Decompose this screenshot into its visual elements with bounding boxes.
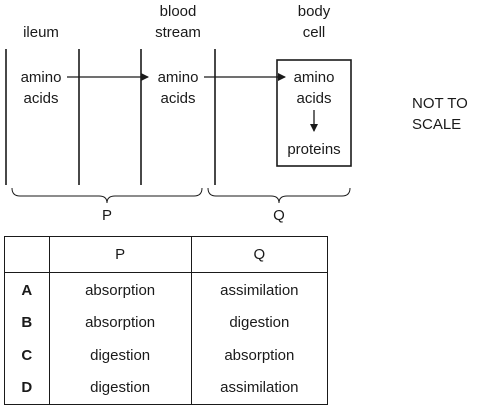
digestion-diagram: ileum blood stream body cell amino acids… — [5, 3, 468, 224]
process-q-brace — [207, 187, 351, 204]
option-letter: A — [4, 272, 50, 306]
blood-stream-label-line1: blood — [160, 3, 197, 20]
table-row: C digestion absorption — [4, 338, 329, 372]
scale-note-line1: NOT TO — [412, 95, 468, 112]
option-p-value: digestion — [48, 371, 192, 405]
option-letter: C — [4, 338, 50, 372]
option-p-value: absorption — [48, 305, 192, 339]
option-letter: D — [4, 371, 50, 405]
table-row: D digestion assimilation — [4, 371, 329, 405]
process-q-label: Q — [273, 207, 285, 224]
option-q-value: assimilation — [190, 371, 329, 405]
table-row: B absorption digestion — [4, 305, 329, 339]
body-cell-label-line2: cell — [303, 24, 326, 41]
option-p-value: absorption — [48, 272, 192, 306]
blood-stream-label-line2: stream — [155, 24, 201, 41]
process-p-brace — [11, 187, 203, 204]
table-row: A absorption assimilation — [4, 272, 329, 306]
ileum-label: ileum — [23, 24, 59, 41]
ileum-amino-label: amino — [21, 69, 62, 86]
blood-acids-label: acids — [160, 90, 195, 107]
proteins-label: proteins — [287, 141, 340, 158]
cell-acids-label: acids — [296, 90, 331, 107]
body-cell-box — [276, 59, 352, 167]
ileum-acids-label: acids — [23, 90, 58, 107]
scale-note-line2: SCALE — [412, 116, 461, 133]
header-p-cell: P — [48, 236, 192, 273]
cell-amino-label: amino — [294, 69, 335, 86]
table-header-row: P Q — [4, 236, 329, 273]
option-q-value: digestion — [190, 305, 329, 339]
process-p-label: P — [102, 207, 112, 224]
header-q-cell: Q — [190, 236, 329, 273]
blood-amino-label: amino — [158, 69, 199, 86]
body-cell-label-line1: body — [298, 3, 331, 20]
header-blank-cell — [4, 236, 50, 273]
answer-options-table: P Q A absorption assimilation B absorpti… — [4, 236, 329, 405]
option-p-value: digestion — [48, 338, 192, 372]
option-q-value: absorption — [190, 338, 329, 372]
option-letter: B — [4, 305, 50, 339]
option-q-value: assimilation — [190, 272, 329, 306]
